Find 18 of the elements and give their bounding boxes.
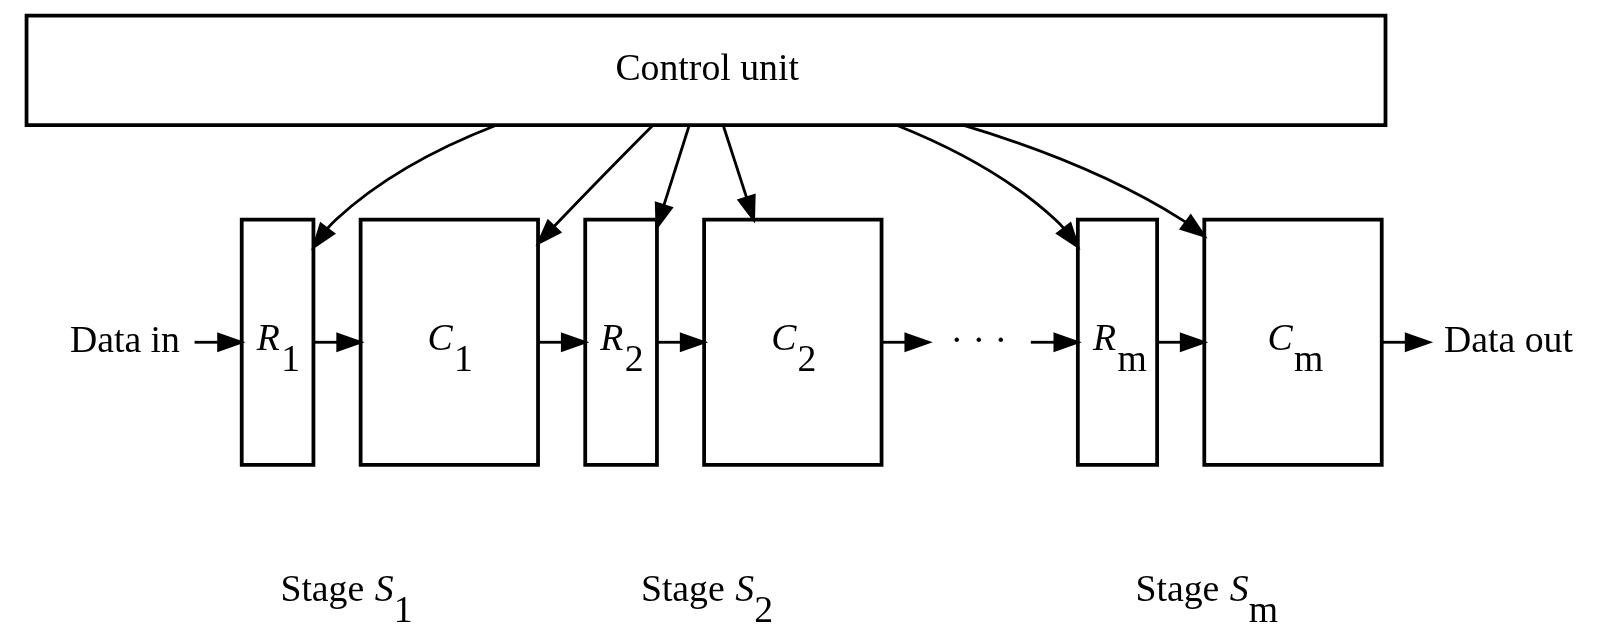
arrow xyxy=(1157,332,1209,353)
node-box: Control unit xyxy=(24,13,1388,128)
node-text: Data out xyxy=(1444,317,1573,360)
arrow xyxy=(721,124,756,224)
arrow xyxy=(535,124,654,247)
node-text: · · · xyxy=(950,317,1008,360)
arrow xyxy=(654,124,691,232)
arrow xyxy=(538,332,590,353)
arrow xyxy=(896,123,1081,250)
arrow xyxy=(881,332,933,353)
arrow xyxy=(311,123,497,251)
arrow xyxy=(313,332,365,353)
arrow xyxy=(657,332,709,353)
arrow xyxy=(1030,332,1082,353)
node-text: Data in xyxy=(69,317,180,360)
arrow xyxy=(194,332,246,353)
arrow xyxy=(962,123,1208,239)
arrow xyxy=(1382,332,1434,353)
